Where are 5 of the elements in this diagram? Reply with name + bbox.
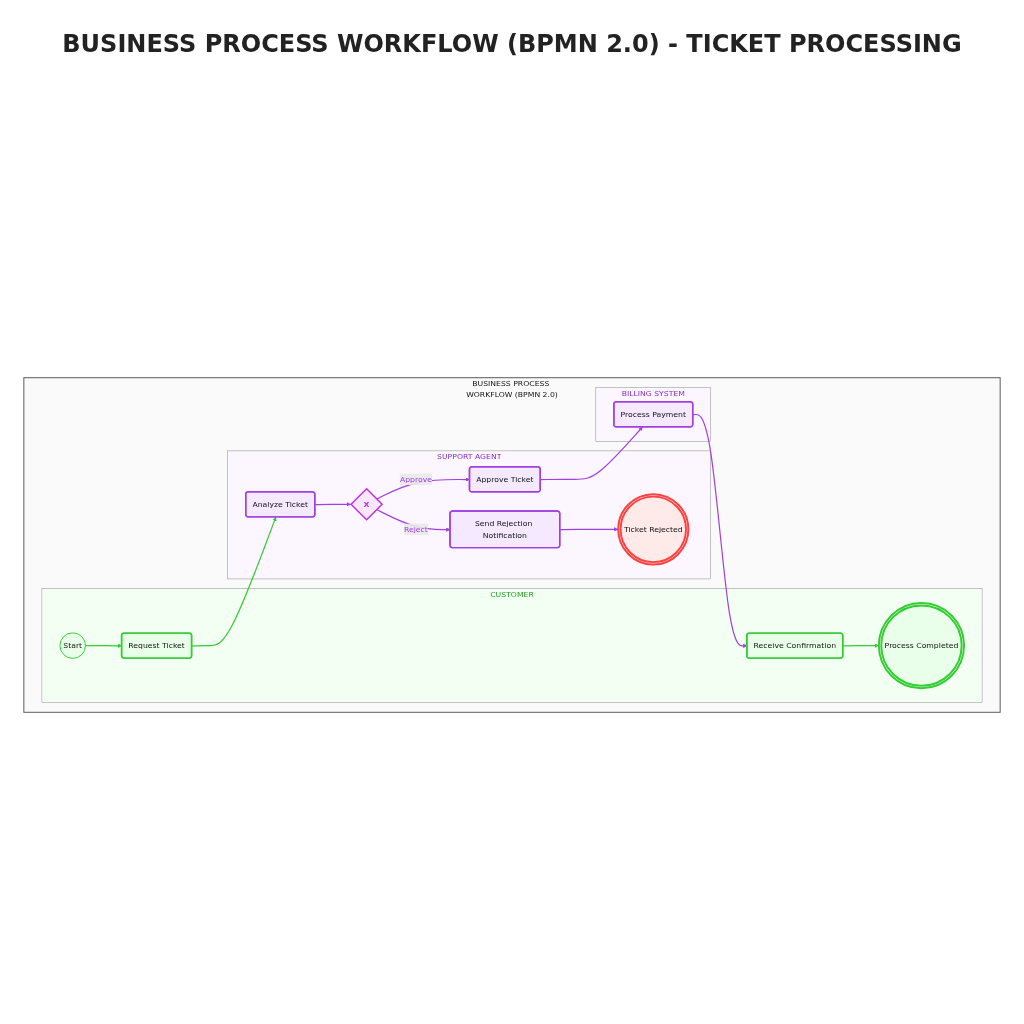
arrow [842, 643, 880, 648]
arrow [559, 527, 619, 532]
arrow [191, 516, 277, 647]
diagram-title: BUSINESS PROCESS WORKFLOW (BPMN 2.0) - TICKET PROCESSING [61, 30, 963, 58]
arrow [314, 502, 352, 507]
